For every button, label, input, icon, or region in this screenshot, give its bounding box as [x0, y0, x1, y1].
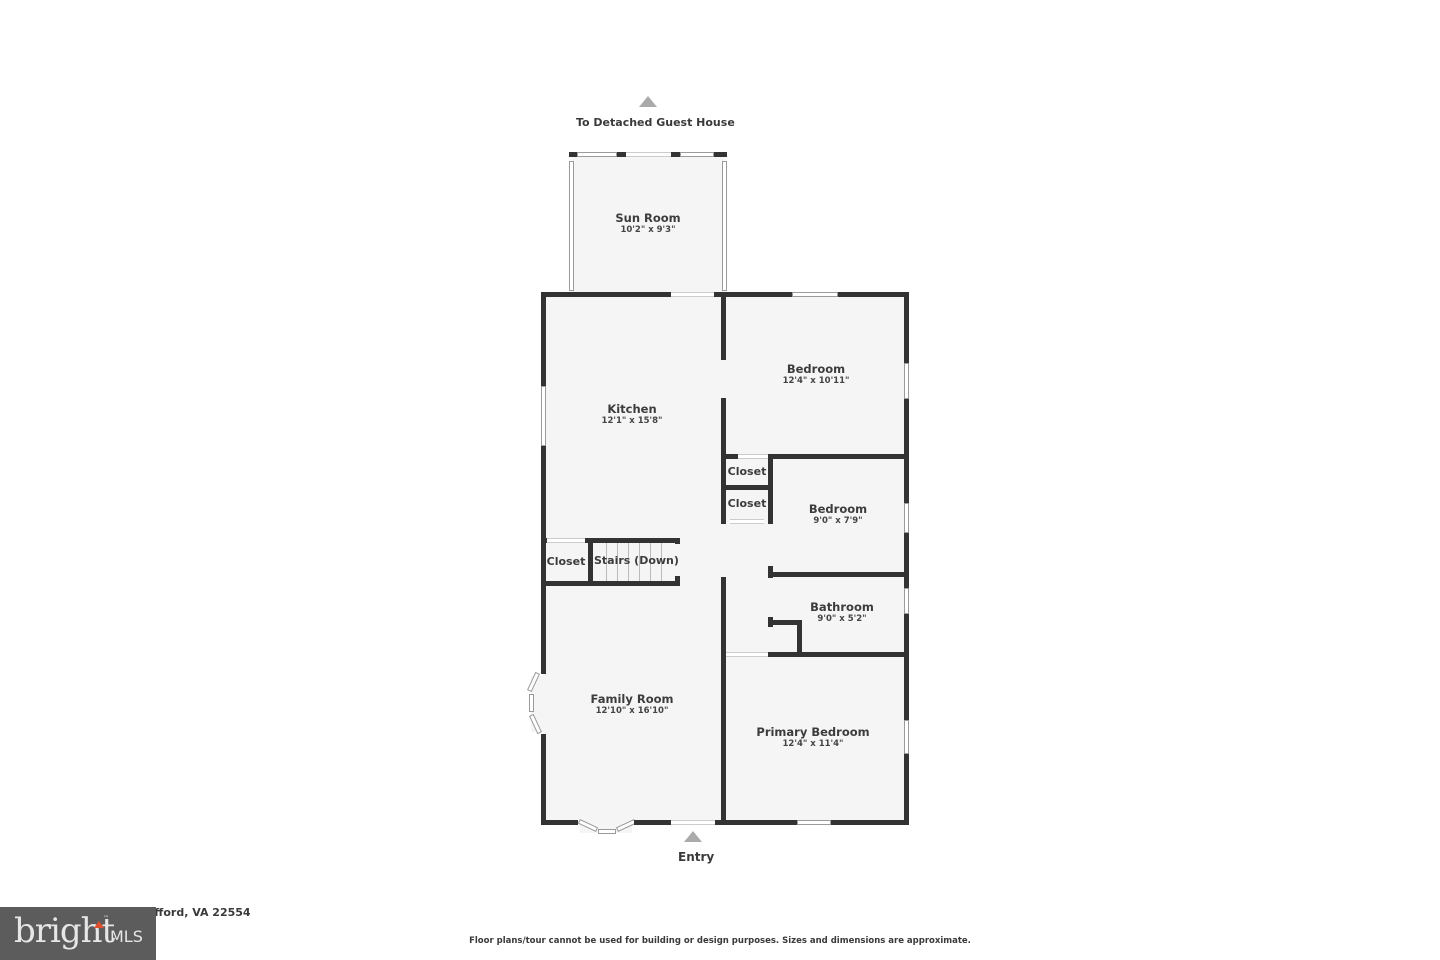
hall-post	[768, 617, 773, 627]
wall-top-mid	[714, 292, 792, 297]
wall-right	[904, 292, 909, 825]
closet-door	[730, 519, 764, 524]
bath-closet-right	[797, 620, 802, 656]
room-bathroom: Bathroom 9'0" x 5'2"	[810, 600, 874, 625]
bedroom-window-top	[792, 292, 838, 297]
stair-tread	[617, 543, 618, 581]
primary-window-bottom	[797, 820, 831, 825]
closet-stairs-divider	[588, 538, 593, 586]
stairs-right-post	[675, 538, 680, 544]
sun-room-floor	[571, 155, 725, 294]
room-name: Bedroom	[808, 502, 868, 516]
entry-label: Entry	[678, 850, 715, 864]
wall-bottom-far-right	[831, 820, 909, 825]
closet1-door	[738, 454, 768, 459]
triangle-up-icon	[684, 831, 702, 842]
wall-left-mid	[541, 446, 546, 674]
sun-room-wall-top	[671, 152, 680, 157]
primary-window-right	[904, 720, 909, 754]
stairs-bottom	[541, 581, 680, 586]
kitchen-divider-top	[721, 292, 726, 360]
room-bedroom-2: Bedroom 9'0" x 7'9"	[809, 502, 867, 527]
triangle-up-icon	[639, 96, 657, 107]
bathroom-bottom	[768, 652, 909, 657]
room-closet: Closet	[727, 465, 767, 478]
room-dimensions: 10'2" x 9'3"	[620, 225, 676, 235]
stair-tread	[628, 543, 629, 581]
sun-room-wall-top	[617, 152, 626, 157]
room-bedroom: Bedroom 12'4" x 10'11"	[783, 362, 850, 387]
wall-left-bottom	[541, 734, 546, 825]
closet-divider	[721, 485, 773, 490]
bathroom-window-right	[904, 588, 909, 614]
room-kitchen: Kitchen 12'1" x 15'8"	[602, 402, 663, 427]
address-text: afford, VA 22554	[147, 906, 251, 919]
logo-tm: ™	[103, 915, 109, 922]
family-divider	[721, 577, 726, 825]
entry-door	[671, 820, 715, 825]
disclaimer: Floor plans/tour cannot be used for buil…	[469, 936, 971, 946]
stairs-right-post	[675, 576, 680, 586]
logo-accent-icon	[94, 921, 104, 928]
sun-room-window-right	[722, 161, 727, 291]
wall-top-left	[541, 292, 671, 297]
room-name: Sun Room	[615, 211, 681, 225]
kitchen-sunroom-opening	[671, 292, 714, 297]
room-name: Primary Bedroom	[756, 725, 870, 739]
bedroom1-bottom	[721, 454, 909, 459]
logo-suffix: MLS	[110, 927, 143, 946]
room-closet: Closet	[727, 497, 767, 510]
room-dimensions: 12'4" x 11'4"	[782, 739, 844, 749]
sun-room-opening	[626, 152, 671, 157]
room-family-room: Family Room 12'10" x 16'10"	[591, 692, 674, 717]
room-name: Kitchen	[607, 402, 657, 416]
room-dimensions: 12'10" x 16'10"	[595, 706, 669, 716]
sun-room-wall-top-right	[714, 152, 727, 157]
stair-tread	[639, 543, 640, 581]
room-name: Bedroom	[786, 362, 846, 376]
room-dimensions: 12'4" x 10'11"	[782, 376, 850, 386]
stairs-top	[585, 538, 680, 543]
sun-room-window	[577, 152, 617, 157]
closet-right	[768, 454, 773, 524]
wall-bottom-mid	[634, 820, 671, 825]
bedroom2-bottom	[768, 572, 909, 577]
sun-room-window	[680, 152, 714, 157]
closet3-door	[547, 538, 585, 543]
room-name: Bathroom	[810, 600, 874, 614]
room-closet: Closet	[546, 555, 586, 568]
room-sun-room: Sun Room 10'2" x 9'3"	[615, 211, 680, 236]
bath-closet-top	[768, 620, 802, 625]
wall-bottom-left	[541, 820, 578, 825]
wall-top-right	[838, 292, 909, 297]
kitchen-divider-mid	[721, 398, 726, 524]
kitchen-window-left	[541, 386, 546, 446]
wall-left-top	[541, 292, 546, 386]
stair-tread	[661, 543, 662, 581]
stair-tread	[606, 543, 607, 581]
room-name: Family Room	[590, 692, 674, 706]
sun-room-window-left	[569, 161, 574, 291]
guest-house-label: To Detached Guest House	[576, 116, 735, 129]
stairs-down: Stairs (Down)	[594, 554, 679, 567]
bedroom2-window-right	[904, 503, 909, 533]
bedroom-window-right	[904, 363, 909, 399]
wall-bottom-right	[715, 820, 797, 825]
hall-post	[768, 566, 773, 578]
bay-window-b2	[598, 829, 616, 834]
room-dimensions: 12'1" x 15'8"	[601, 416, 663, 426]
closet3-top	[541, 538, 547, 543]
room-dimensions: 9'0" x 5'2"	[817, 614, 867, 624]
room-dimensions: 9'0" x 7'9"	[813, 516, 863, 526]
logo-brand: bright	[14, 911, 115, 951]
room-primary-bedroom: Primary Bedroom 12'4" x 11'4"	[756, 725, 869, 750]
bright-mls-logo: bright ™ MLS	[0, 907, 156, 960]
stair-tread	[650, 543, 651, 581]
bay-window-2	[529, 694, 534, 712]
primary-door	[726, 652, 768, 657]
sun-room-wall-top-left	[569, 152, 577, 157]
